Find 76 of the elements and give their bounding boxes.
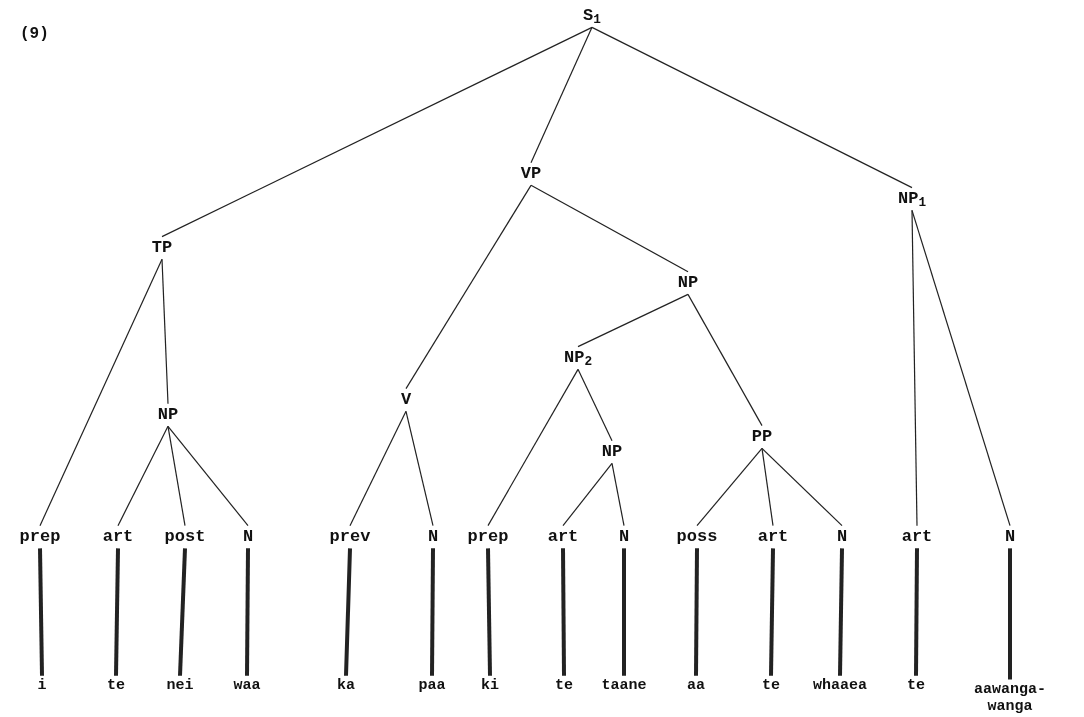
tree-branch bbox=[687, 293, 763, 427]
tree-label: prev bbox=[328, 525, 372, 549]
tree-branch bbox=[1008, 548, 1012, 680]
tree-label: V bbox=[399, 388, 413, 412]
tree-branch bbox=[530, 184, 689, 273]
tree-label: waa bbox=[232, 675, 262, 697]
tree-branch bbox=[430, 548, 435, 676]
tree-branch bbox=[611, 462, 625, 527]
tree-branch bbox=[911, 209, 918, 527]
tree-label: VP bbox=[519, 162, 543, 186]
tree-label: post bbox=[163, 525, 207, 549]
tree-label: ka bbox=[336, 675, 356, 697]
tree-branch bbox=[38, 548, 44, 676]
tree-branch bbox=[167, 425, 249, 527]
tree-branch bbox=[167, 425, 186, 527]
tree-label: NP bbox=[676, 271, 700, 295]
tree-label: te bbox=[906, 675, 926, 697]
tree-branch bbox=[761, 447, 843, 527]
tree-branch bbox=[114, 548, 120, 676]
tree-label: N bbox=[1003, 525, 1017, 549]
tree-label: N bbox=[241, 525, 255, 549]
tree-branch bbox=[769, 548, 775, 676]
tree-label: ki bbox=[480, 675, 500, 697]
tree-branch bbox=[486, 548, 492, 676]
tree-label: N bbox=[426, 525, 440, 549]
tree-label: TP bbox=[150, 236, 174, 260]
tree-branch bbox=[178, 548, 187, 676]
tree-label: paa bbox=[417, 675, 447, 697]
tree-branch bbox=[562, 462, 613, 527]
tree-label: prep bbox=[466, 525, 510, 549]
tree-branch bbox=[591, 26, 913, 189]
tree-branch bbox=[39, 258, 163, 527]
tree-branch bbox=[696, 447, 763, 527]
tree-branch bbox=[761, 447, 774, 527]
tree-label: art bbox=[546, 525, 580, 549]
tree-label: art bbox=[900, 525, 934, 549]
tree-branch bbox=[117, 425, 169, 527]
tree-label: prep bbox=[18, 525, 62, 549]
tree-label: i bbox=[36, 675, 48, 697]
tree-branch bbox=[161, 26, 593, 238]
tree-branch bbox=[349, 410, 407, 527]
tree-label: art bbox=[756, 525, 790, 549]
tree-branch bbox=[344, 548, 352, 676]
tree-label: S$_{1}$ bbox=[582, 4, 602, 28]
tree-label: NP$_{2}$ bbox=[562, 346, 594, 370]
tree-branch bbox=[161, 258, 169, 405]
tree-label: NP$_{1}$ bbox=[896, 187, 928, 211]
tree-branch bbox=[577, 293, 689, 348]
tree-label: taane bbox=[600, 675, 648, 697]
tree-label: te bbox=[106, 675, 126, 697]
tree-label: nei bbox=[165, 675, 195, 697]
tree-label: aawanga-wanga bbox=[970, 679, 1050, 717]
tree-branch bbox=[405, 410, 434, 527]
tree-branch bbox=[622, 548, 626, 676]
tree-label: art bbox=[101, 525, 135, 549]
tree-branch bbox=[577, 368, 613, 442]
tree-branch bbox=[914, 548, 919, 676]
tree-label: N bbox=[835, 525, 849, 549]
tree-label: N bbox=[617, 525, 631, 549]
tree-branch bbox=[838, 548, 844, 676]
example-number: (9) bbox=[20, 24, 49, 45]
tree-branch bbox=[911, 209, 1011, 527]
tree-label: poss bbox=[675, 525, 719, 549]
tree-branch bbox=[245, 548, 250, 676]
tree-label: PP bbox=[750, 425, 774, 449]
tree-branch bbox=[694, 548, 699, 676]
tree-branch bbox=[487, 368, 579, 527]
tree-label: NP bbox=[600, 440, 624, 464]
tree-label: whaaea bbox=[812, 675, 868, 697]
tree-label: NP bbox=[156, 403, 180, 427]
tree-branch bbox=[530, 26, 593, 164]
tree-branch bbox=[405, 184, 532, 390]
tree-label: aa bbox=[686, 675, 706, 697]
tree-label: te bbox=[554, 675, 574, 697]
tree-branch bbox=[561, 548, 566, 676]
tree-label: te bbox=[761, 675, 781, 697]
